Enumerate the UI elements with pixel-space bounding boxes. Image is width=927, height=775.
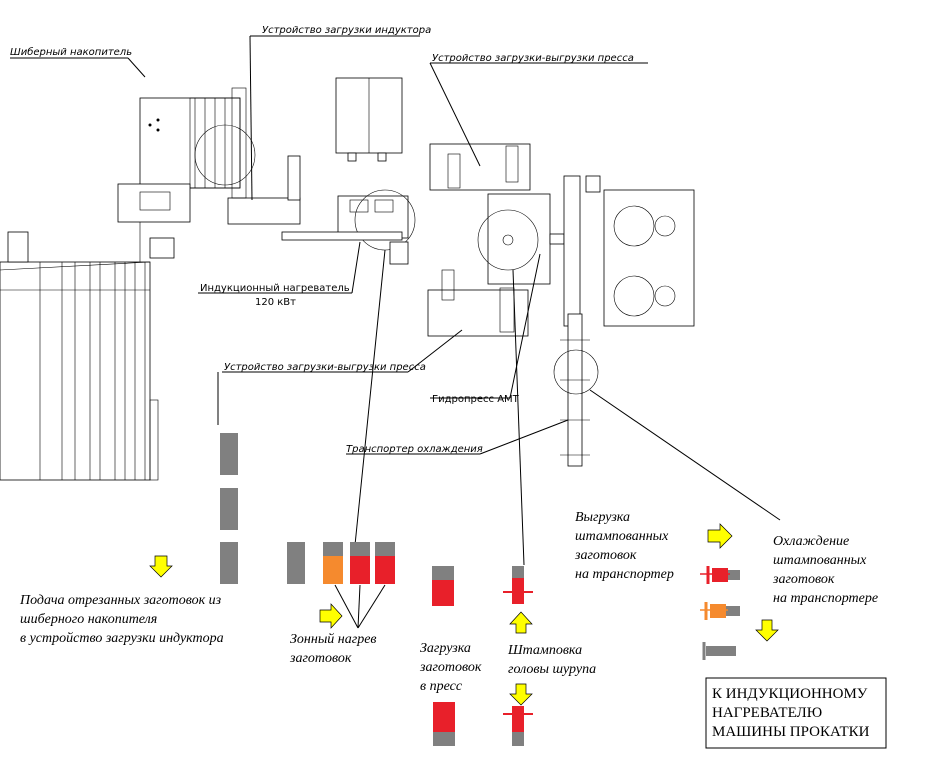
arrow-down-icon bbox=[509, 683, 533, 706]
billets-feed bbox=[220, 433, 238, 584]
left-rack bbox=[0, 231, 159, 481]
caption-cooling-line: на транспортере bbox=[773, 591, 878, 606]
hydropress-machine bbox=[477, 193, 565, 285]
caption-zone-heating-line: заготовок bbox=[289, 651, 352, 666]
caption-unloading-line: заготовок bbox=[574, 548, 637, 563]
cabinet bbox=[335, 77, 403, 162]
caption-cooling-line: штампованных bbox=[773, 553, 867, 568]
caption-press-loading-line: в пресс bbox=[420, 679, 463, 694]
caption-press-loading-line: заготовок bbox=[419, 660, 482, 675]
caption-feed: Подача отрезанных заготовок из шиберного… bbox=[19, 593, 224, 646]
caption-press-loading: Загрузка заготовок в пресс bbox=[419, 641, 482, 694]
inductor-loader-machine bbox=[227, 87, 301, 225]
label-shiber-storage: Шиберный накопитель bbox=[10, 46, 132, 58]
leader-lines bbox=[10, 35, 781, 566]
caption-unloading: Выгрузка штампованных заготовок на транс… bbox=[574, 510, 674, 582]
arrow-right-icon bbox=[707, 523, 733, 549]
label-press-loader-bottom: Устройство загрузки-выгрузки пресса bbox=[224, 362, 426, 373]
label-heater-power: 120 кВт bbox=[255, 297, 296, 308]
billets-stamping bbox=[503, 566, 533, 746]
heating-leaders bbox=[334, 584, 386, 629]
press-loader-bottom-machine bbox=[427, 269, 529, 337]
label-press-loader-top: Устройство загрузки-выгрузки пресса bbox=[432, 53, 634, 64]
caption-unloading-line: Выгрузка bbox=[575, 510, 630, 525]
final-box-line: К ИНДУКЦИОННОМУ bbox=[712, 686, 868, 702]
arrow-down-icon bbox=[755, 619, 779, 642]
final-box-line: НАГРЕВАТЕЛЮ bbox=[712, 705, 822, 721]
caption-unloading-line: штампованных bbox=[575, 529, 669, 544]
caption-unloading-line: на транспортер bbox=[575, 567, 674, 582]
arrows bbox=[149, 523, 779, 706]
rolling-machine bbox=[563, 175, 695, 327]
billets-press-loading bbox=[432, 566, 455, 746]
billets-cooling bbox=[700, 566, 740, 660]
press-loader-top-machine bbox=[429, 143, 531, 191]
caption-stamping-line: Штамповка bbox=[507, 643, 582, 658]
caption-cooling-line: Охлаждение bbox=[773, 534, 849, 549]
final-box-line: МАШИНЫ ПРОКАТКИ bbox=[712, 724, 870, 740]
caption-press-loading-line: Загрузка bbox=[420, 641, 471, 656]
label-induction-heater: Индукционный нагреватель bbox=[200, 283, 350, 294]
shiber-storage-machine bbox=[117, 97, 256, 262]
caption-zone-heating-line: Зонный нагрев bbox=[290, 632, 377, 647]
caption-cooling-line: заготовок bbox=[772, 572, 835, 587]
arrow-down-icon bbox=[149, 555, 173, 578]
induction-heater-machine bbox=[281, 189, 416, 265]
cooling-conveyor bbox=[553, 313, 599, 467]
label-cooling-conveyor: Транспортер охлаждения bbox=[346, 444, 483, 455]
caption-stamping: Штамповка головы шурупа bbox=[507, 643, 596, 677]
arrow-right-icon bbox=[319, 603, 343, 629]
caption-stamping-line: головы шурупа bbox=[508, 662, 596, 677]
caption-zone-heating: Зонный нагрев заготовок bbox=[289, 632, 377, 666]
label-hydropress: Гидропресс АМТ bbox=[432, 394, 520, 405]
caption-cooling: Охлаждение штампованных заготовок на тра… bbox=[772, 534, 878, 606]
billets-heating bbox=[287, 542, 395, 584]
caption-feed-line: шиберного накопителя bbox=[20, 612, 157, 627]
label-inductor-loader: Устройство загрузки индуктора bbox=[262, 25, 431, 36]
caption-feed-line: в устройство загрузки индуктора bbox=[20, 631, 224, 646]
arrow-up-icon bbox=[509, 611, 533, 634]
caption-feed-line: Подача отрезанных заготовок из bbox=[19, 593, 222, 608]
final-box: К ИНДУКЦИОННОМУ НАГРЕВАТЕЛЮ МАШИНЫ ПРОКА… bbox=[705, 677, 887, 749]
